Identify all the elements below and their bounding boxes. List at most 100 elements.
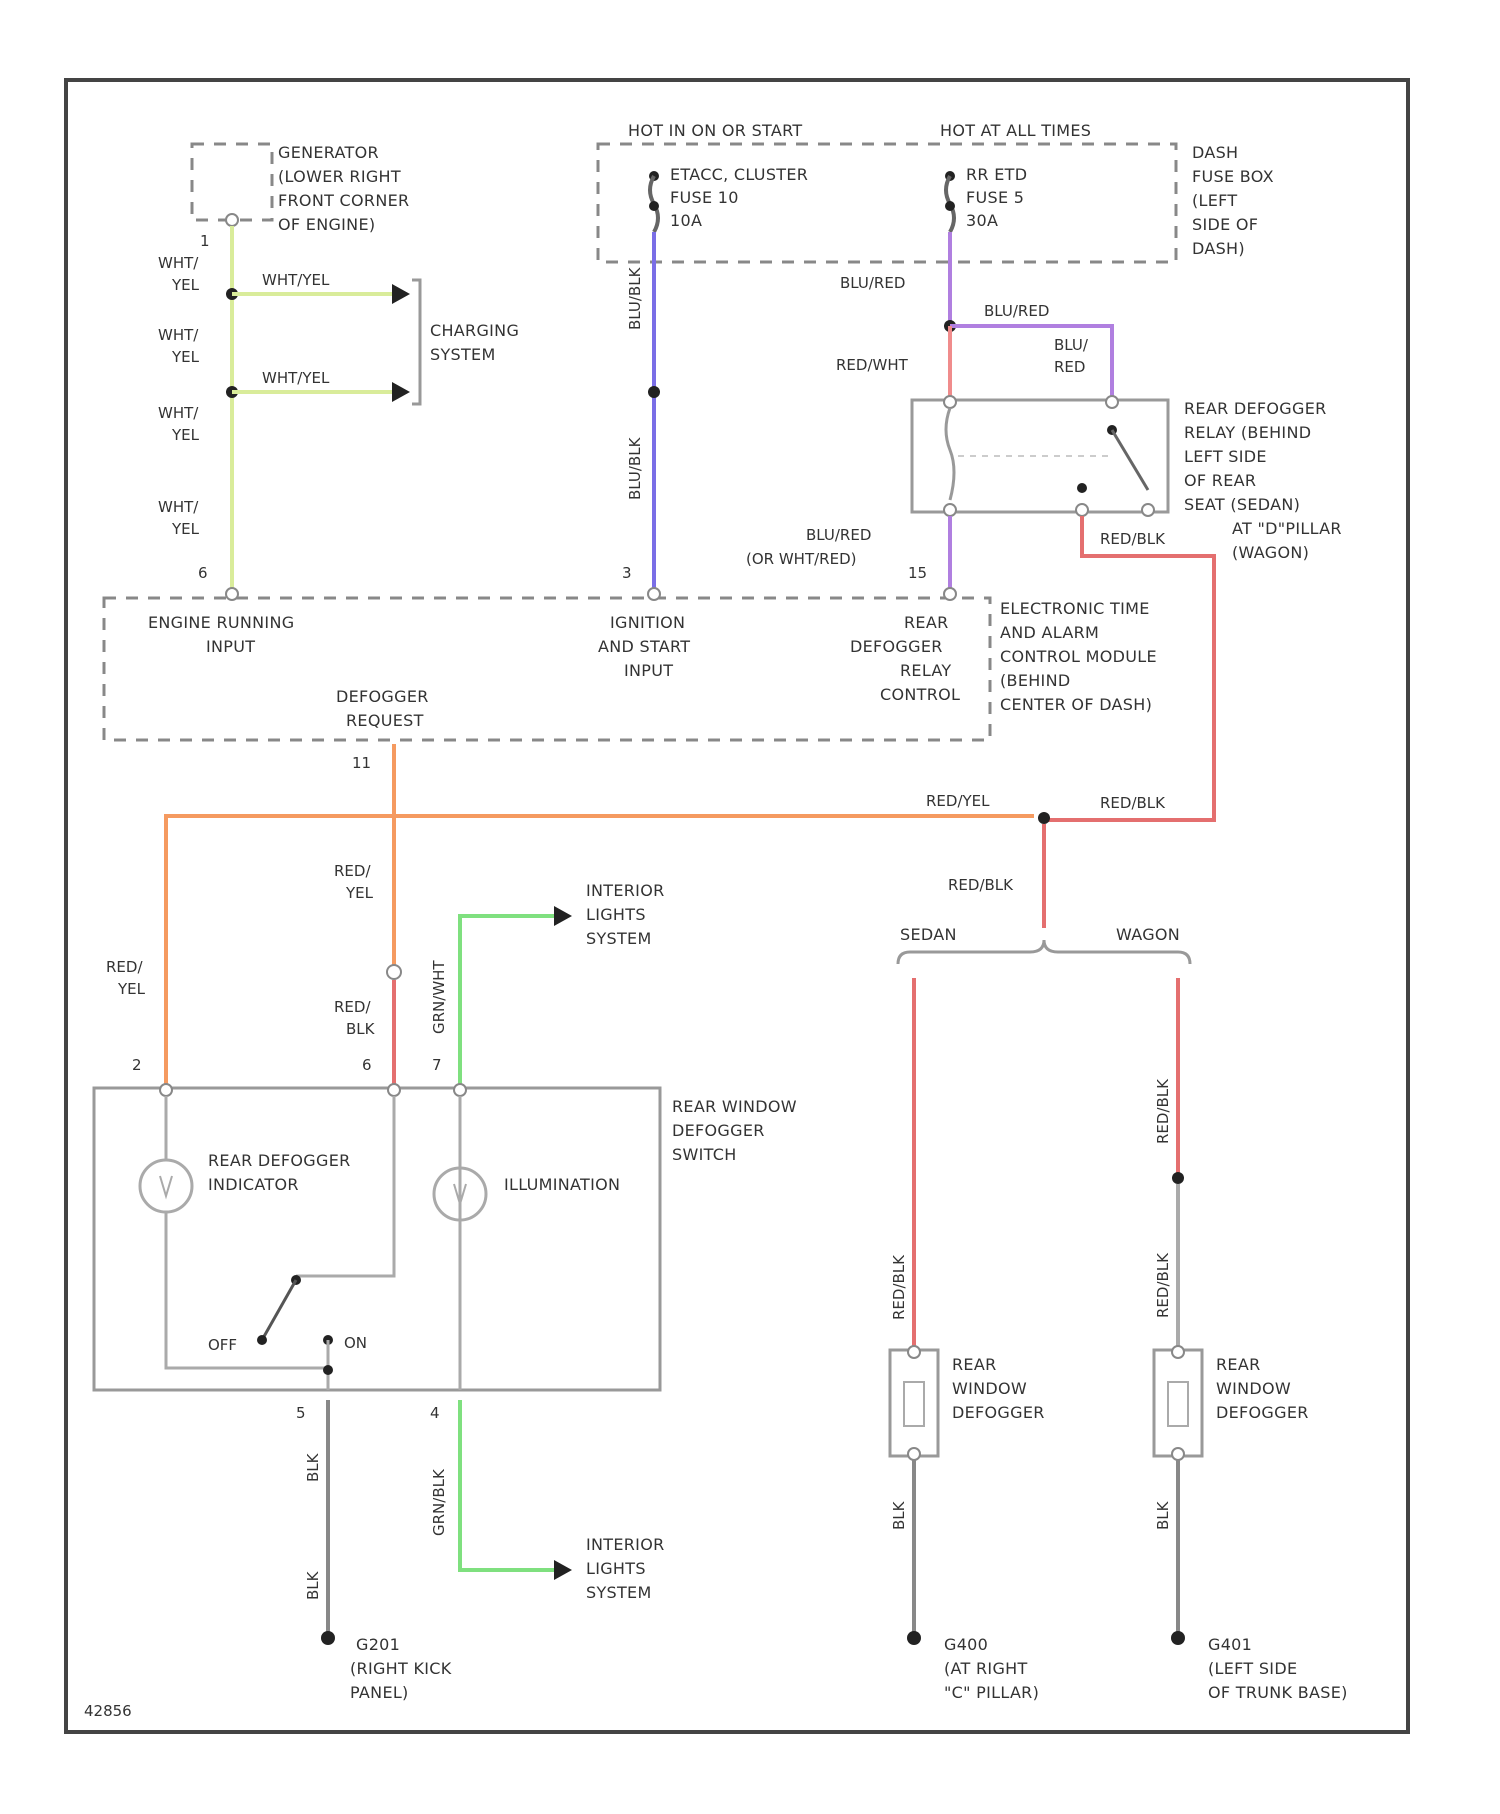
switch-on-label: ON	[344, 1334, 367, 1352]
arrow-head	[392, 284, 410, 304]
ground-g201-label: (RIGHT KICK	[350, 1659, 452, 1678]
switch-off-contact	[257, 1335, 267, 1345]
fuse-10-label: FUSE 10	[670, 188, 739, 207]
wire-label: YEL	[171, 276, 200, 294]
relay-terminal	[1076, 504, 1088, 516]
ground-point	[907, 1631, 921, 1645]
wire-red-blk	[1068, 516, 1214, 820]
ground-g401-label: G401	[1208, 1635, 1252, 1654]
ignition-label: IGNITION	[610, 613, 685, 632]
control-module-label-line: AND ALARM	[1000, 623, 1099, 642]
relay-label-line: AT "D"PILLAR	[1232, 519, 1342, 538]
defogger-terminal	[908, 1346, 920, 1358]
sedan-label: SEDAN	[900, 925, 957, 944]
wire-label: YEL	[171, 520, 200, 538]
wire-label: YEL	[171, 348, 200, 366]
wire-label: WHT/	[158, 404, 199, 422]
wire-label: WHT/	[158, 498, 199, 516]
arrow-head	[554, 906, 572, 926]
fuse-box-label: DASH FUSE BOX (LEFT SIDE OF DASH)	[1192, 143, 1274, 258]
wire-label: YEL	[117, 980, 146, 998]
wire-label: WHT/	[158, 326, 199, 344]
generator-label: FRONT CORNER	[278, 191, 409, 210]
fuse-5-label: RR ETD	[966, 165, 1027, 184]
arrow-head	[392, 382, 410, 402]
ground-g400-label: G400	[944, 1635, 988, 1654]
charging-bracket	[412, 280, 420, 404]
illumination-label: ILLUMINATION	[504, 1175, 620, 1194]
wire-label-red-yel: RED/YEL	[926, 792, 990, 810]
wire-label: (OR WHT/RED)	[746, 550, 856, 568]
relay-terminal	[944, 396, 956, 408]
pin-label: 6	[362, 1056, 372, 1074]
wire-label-wht-yel: WHT/YEL	[262, 369, 330, 387]
relay-label-line: RELAY (BEHIND	[1184, 423, 1311, 442]
fuse-box-label-line: FUSE BOX	[1192, 167, 1274, 186]
rear-window-defogger-switch	[94, 1088, 660, 1390]
hot-always-label: HOT AT ALL TIMES	[940, 121, 1091, 140]
indicator-label: INDICATOR	[208, 1175, 299, 1194]
pin-label: 7	[432, 1056, 442, 1074]
relay-label-line: REAR DEFOGGER	[1184, 399, 1327, 418]
switch-terminal	[160, 1084, 172, 1096]
indicator-filament	[160, 1176, 172, 1196]
relay-terminal	[1106, 396, 1118, 408]
interior-lights-label: LIGHTS	[586, 1559, 646, 1578]
relay-label-line: OF REAR	[1184, 471, 1256, 490]
charging-system-label: CHARGING	[430, 321, 519, 340]
switch-title: SWITCH	[672, 1145, 737, 1164]
wire-label: RED/	[334, 998, 371, 1016]
ground-g401-label: (LEFT SIDE	[1208, 1659, 1297, 1678]
switch-terminal	[388, 1084, 400, 1096]
ground-g401-label: OF TRUNK BASE)	[1208, 1683, 1348, 1702]
wire-label: WHT/	[158, 254, 199, 272]
generator-label: OF ENGINE)	[278, 215, 375, 234]
wire-label: BLU/	[1054, 336, 1089, 354]
fuse-box-label-line: (LEFT	[1192, 191, 1237, 210]
ground-point	[321, 1631, 335, 1645]
defogger-grid-element	[1168, 1382, 1188, 1426]
relay-coil	[946, 408, 954, 500]
wire-label-red-wht: RED/WHT	[836, 356, 909, 374]
wire-label: BLK	[346, 1020, 376, 1038]
wire-label-red-blk: RED/BLK	[1154, 1078, 1172, 1144]
control-module-label-line: ELECTRONIC TIME	[1000, 599, 1150, 618]
wire-label: RED/	[106, 958, 143, 976]
fuse-10-label: ETACC, CLUSTER	[670, 165, 808, 184]
relay-label: REAR DEFOGGER RELAY (BEHIND LEFT SIDE OF…	[1184, 399, 1342, 562]
wire-label: YEL	[171, 426, 200, 444]
module-terminal	[648, 588, 660, 600]
engine-running-label: ENGINE RUNNING	[148, 613, 294, 632]
pin-label: 15	[908, 564, 927, 582]
pin-label: 4	[430, 1404, 440, 1422]
wire-label-red-blk: RED/BLK	[1154, 1252, 1172, 1318]
relay-label-line: LEFT SIDE	[1184, 447, 1267, 466]
defogger-terminal	[1172, 1448, 1184, 1460]
indicator-label: REAR DEFOGGER	[208, 1151, 351, 1170]
defogger-label: WINDOW	[1216, 1379, 1291, 1398]
defogger-grid-element	[904, 1382, 924, 1426]
defogger-label: DEFOGGER	[952, 1403, 1045, 1422]
interior-lights-label: LIGHTS	[586, 905, 646, 924]
wire-label: YEL	[345, 884, 374, 902]
defogger-terminal	[1172, 1346, 1184, 1358]
control-module-label: ELECTRONIC TIME AND ALARM CONTROL MODULE…	[1000, 599, 1157, 714]
relay-contact	[1077, 483, 1087, 493]
wire-label-red-blk: RED/BLK	[1100, 530, 1166, 548]
fuse-10-terminal	[649, 201, 659, 211]
defogger-label: DEFOGGER	[1216, 1403, 1309, 1422]
fuse-5-label: 30A	[966, 211, 998, 230]
module-terminal	[944, 588, 956, 600]
ground-g201-label: G201	[356, 1635, 400, 1654]
ground-point	[1171, 1631, 1185, 1645]
wire-grn-blk	[460, 1400, 560, 1570]
wire-label-blk: BLK	[890, 1500, 908, 1530]
fuse-box-label-line: DASH	[1192, 143, 1238, 162]
wire-label-blk: BLK	[1154, 1500, 1172, 1530]
relay-control-label: REAR	[904, 613, 949, 632]
defogger-label: REAR	[1216, 1355, 1261, 1374]
connector	[648, 386, 660, 398]
wire-label-blu-red: BLU/RED	[840, 274, 905, 292]
wire-label: BLU/RED	[806, 526, 871, 544]
